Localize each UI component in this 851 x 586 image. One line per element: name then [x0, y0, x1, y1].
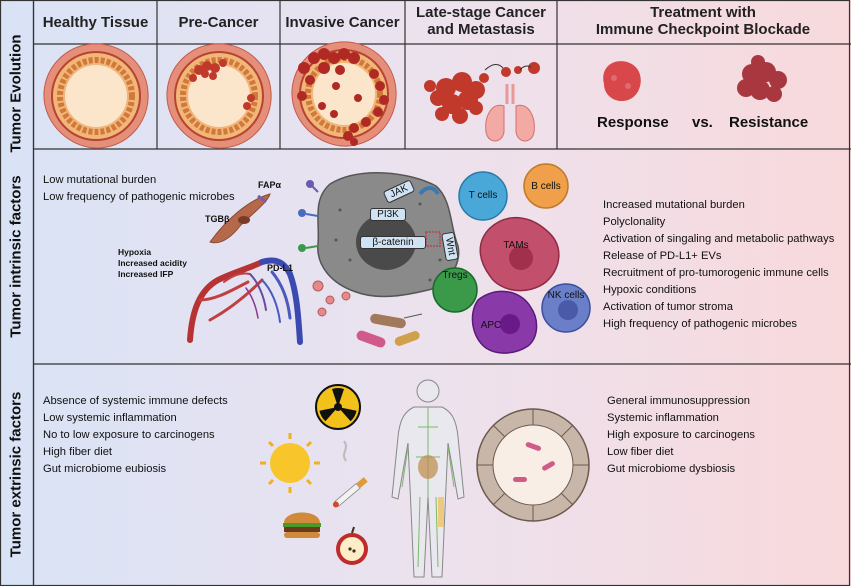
header-treatment-line2: Immune Checkpoint Blockade [595, 21, 811, 38]
apple-icon [336, 526, 368, 565]
label-response: Response [597, 114, 669, 131]
tumor-cluster-icon [424, 62, 540, 124]
list-item: Increased IFP [118, 269, 174, 279]
tumor-cell-icon [298, 172, 460, 298]
header-healthy: Healthy Tissue [42, 14, 149, 31]
list-item: Gut microbiome dysbiosis [607, 463, 736, 475]
human-body-icon [391, 379, 465, 578]
label-tgfb: TGBβ [205, 214, 230, 224]
extrinsic-left-list: Absence of systemic immune defects Low s… [43, 393, 228, 478]
header-late-stage: Late-stage Cancer and Metastasis [405, 4, 557, 38]
list-item: Gut microbiome eubiosis [43, 463, 167, 475]
list-item: Hypoxic conditions [603, 284, 697, 296]
list-item: High frequency of pathogenic microbes [603, 318, 798, 330]
burger-icon [283, 512, 321, 538]
label-resistance: Resistance [729, 114, 809, 131]
header-invasive: Invasive Cancer [285, 14, 400, 31]
sun-icon [260, 433, 320, 493]
label-apc: APC [480, 320, 502, 331]
list-item: Release of PD-L1+ EVs [603, 250, 722, 262]
label-pdl1: PD-L1 [267, 263, 294, 273]
label-bcatenin: β-catenin [360, 236, 426, 249]
list-item: Absence of systemic immune defects [43, 395, 228, 407]
hypoxia-list: Hypoxia Increased acidity Increased IFP [118, 247, 187, 280]
header-treatment: Treatment with Immune Checkpoint Blockad… [557, 4, 849, 38]
label-vs: vs. [692, 114, 713, 131]
extrinsic-illustrations [260, 379, 590, 578]
tissue-ring-icon [43, 43, 149, 149]
label-pi3k: PI3K [370, 208, 406, 221]
header-precancer: Pre-Cancer [178, 14, 259, 31]
fibroblast-icon [209, 193, 271, 244]
list-item: Increased mutational burden [603, 199, 745, 211]
t-cell-icon [458, 171, 508, 221]
list-item: Polyclonality [603, 216, 666, 228]
tumor-resistance-icon [737, 55, 787, 102]
intrinsic-right-list: Increased mutational burden Polyclonalit… [603, 197, 834, 333]
label-b-cells: B cells [531, 181, 561, 192]
list-item: Low fiber diet [607, 446, 674, 458]
cigarette-icon [332, 477, 368, 508]
list-item: Recruitment of pro-tumorogenic immune ce… [603, 267, 829, 279]
label-t-cells: T cells [468, 190, 498, 201]
list-item: Low frequency of pathogenic microbes [43, 191, 235, 203]
header-late-line1: Late-stage Cancer [415, 4, 547, 21]
vesicle-icon [312, 280, 351, 317]
treg-icon [432, 267, 478, 313]
radiation-icon [315, 384, 361, 430]
arrow-icon [484, 64, 532, 71]
bacteria-icon [356, 313, 423, 348]
header-treatment-line1: Treatment with [650, 4, 756, 21]
gut-crypt-icon [476, 408, 590, 522]
label-nk-cells: NK cells [547, 290, 585, 301]
extrinsic-right-list: General immunosuppression Systemic infla… [607, 393, 755, 478]
list-item: Low systemic inflammation [43, 412, 177, 424]
list-item: No to low exposure to carcinogens [43, 429, 215, 441]
list-item: Increased acidity [118, 258, 187, 268]
label-tams: TAMs [503, 240, 529, 251]
list-item: High exposure to carcinogens [607, 429, 756, 441]
list-item: Systemic inflammation [607, 412, 719, 424]
intrinsic-left-list: Low mutational burden Low frequency of p… [43, 172, 235, 206]
list-item: Activation of singaling and metabolic pa… [603, 233, 835, 245]
list-item: General immunosuppression [607, 395, 751, 407]
list-item: High fiber diet [43, 446, 113, 458]
b-cell-icon [523, 163, 569, 209]
evolution-illustrations [43, 41, 787, 149]
list-item: Activation of tumor stroma [603, 301, 733, 313]
list-item: Hypoxia [118, 247, 152, 257]
header-late-line2: and Metastasis [427, 21, 535, 38]
tumor-response-icon [603, 61, 641, 102]
blood-vessel-icon [187, 257, 303, 345]
list-item: Low mutational burden [43, 174, 157, 186]
tissue-ring-icon [166, 43, 272, 149]
lungs-icon [485, 84, 535, 142]
label-fapa: FAPα [258, 180, 282, 190]
tissue-ring-icon [291, 41, 397, 147]
label-tregs: Tregs [442, 270, 468, 281]
